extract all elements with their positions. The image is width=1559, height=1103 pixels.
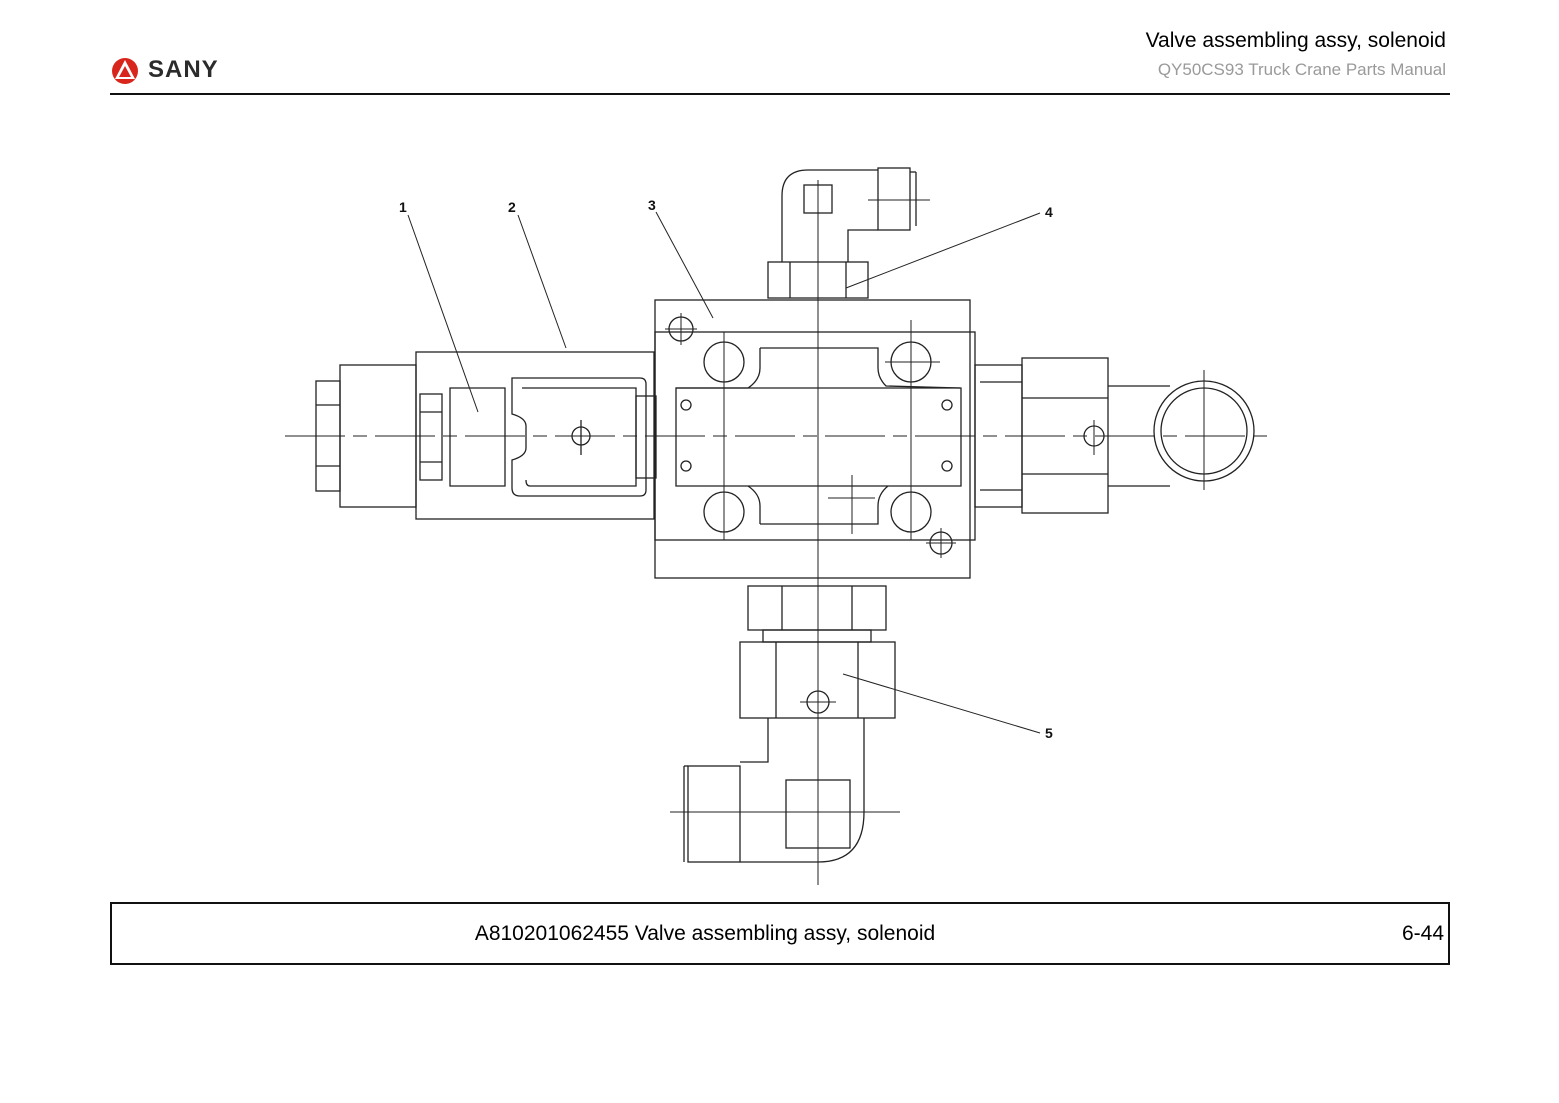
- page-number: 6-44: [1401, 922, 1444, 945]
- figure-caption: A810201062455 Valve assembling assy, sol…: [474, 922, 936, 945]
- top-elbow-fitting: [767, 167, 930, 299]
- sany-logo-icon: [112, 58, 138, 84]
- brand-name: SANY: [148, 56, 219, 83]
- callout-1: 1: [399, 199, 407, 215]
- leader-lines: [407, 211, 1041, 734]
- bottom-elbow-fitting: [670, 585, 900, 863]
- callout-3: 3: [648, 197, 656, 213]
- right-fitting: [974, 357, 1255, 514]
- callout-2: 2: [508, 199, 516, 215]
- page-title: Valve assembling assy, solenoid: [1145, 29, 1446, 52]
- manual-subtitle: QY50CS93 Truck Crane Parts Manual: [1157, 60, 1446, 79]
- header-divider: [110, 93, 1450, 95]
- callout-4: 4: [1045, 204, 1053, 220]
- solenoid-left: [315, 351, 657, 520]
- callout-numbers: 1 2 3 4 5: [399, 197, 1053, 741]
- caption-box: A810201062455 Valve assembling assy, sol…: [110, 902, 1450, 965]
- sany-logo: SANY: [108, 52, 219, 88]
- callout-5: 5: [1045, 725, 1053, 741]
- valve-body: [654, 299, 976, 579]
